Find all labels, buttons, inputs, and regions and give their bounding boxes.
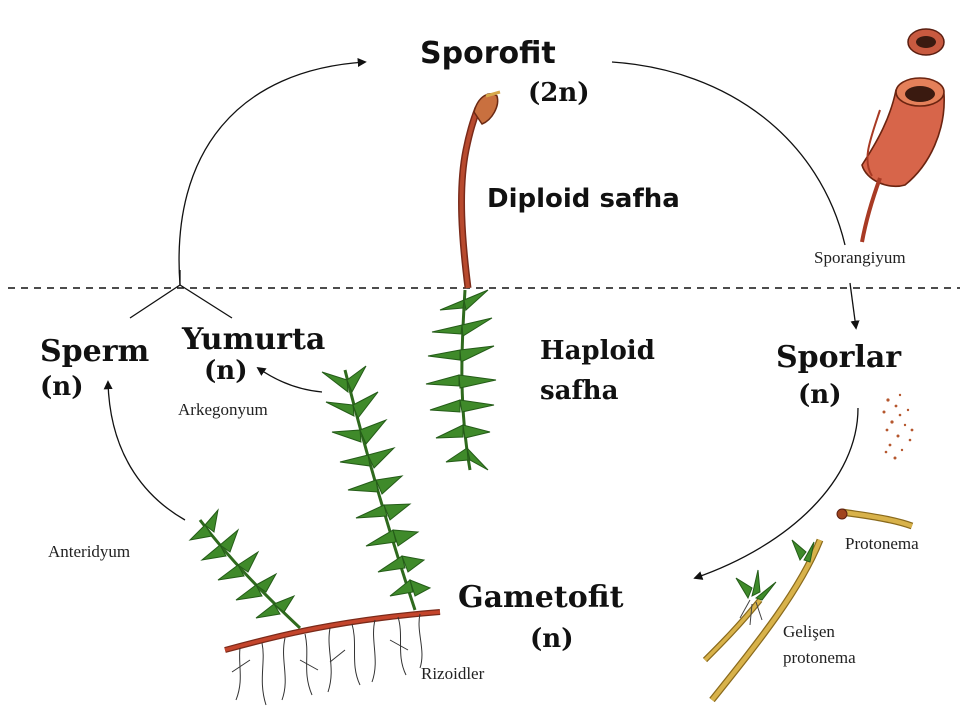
spores-illustration <box>883 394 914 460</box>
antheridium-label: Anteridyum <box>48 542 130 562</box>
developing-protonema-illustration <box>705 540 820 700</box>
diploid-phase-label: Diploid safha <box>487 184 680 214</box>
arrow-fertilization-to-sporofit <box>179 62 365 285</box>
rhizoids-illustration <box>225 612 440 705</box>
egg-label: Yumurta <box>182 322 325 357</box>
sporangium-label: Sporangiyum <box>814 248 906 268</box>
fertilization-junction-lines <box>130 270 232 318</box>
arrow-archegonium-to-egg <box>258 368 322 392</box>
haploid-phase-label-line2: safha <box>540 376 618 406</box>
spores-ploidy-label: (n) <box>798 380 842 410</box>
haploid-phase-label-line1: Haploid <box>540 336 655 366</box>
spores-label: Sporlar <box>776 340 901 375</box>
gametophyte-ploidy-label: (n) <box>530 624 574 654</box>
sporofit-ploidy-label: (2n) <box>528 78 590 108</box>
developing-protonema-label-line1: Gelişen <box>783 622 835 642</box>
archegonium-label: Arkegonyum <box>178 400 268 420</box>
developing-protonema-label-line2: protonema <box>783 648 856 668</box>
arrow-sporofit-to-sporangium <box>612 62 845 245</box>
antheridial-shoot <box>190 510 300 628</box>
arrow-sporangium-to-spores <box>850 283 856 328</box>
archegonial-shoot <box>322 366 430 610</box>
sporofit-label: Sporofit <box>420 36 556 71</box>
gametophyte-label: Gametofit <box>458 580 623 615</box>
protonema-illustration <box>837 509 912 526</box>
sporangium-illustration <box>862 29 944 242</box>
arrow-antheridium-to-sperm <box>108 382 185 520</box>
arrow-spores-to-gametofit <box>695 408 858 578</box>
rhizoids-label: Rizoidler <box>421 664 484 684</box>
sperm-label: Sperm <box>40 334 149 369</box>
gametophyte-shoot-top <box>426 290 496 470</box>
sperm-ploidy-label: (n) <box>40 372 84 402</box>
egg-ploidy-label: (n) <box>204 356 248 386</box>
protonema-label: Protonema <box>845 534 919 554</box>
